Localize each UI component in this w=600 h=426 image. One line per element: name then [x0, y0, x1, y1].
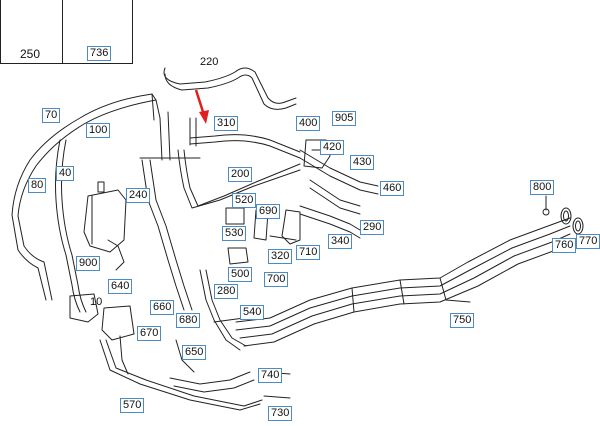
callout-660[interactable]: 660	[150, 300, 175, 315]
callout-340[interactable]: 340	[328, 234, 353, 249]
inset-label-250: 250	[20, 47, 41, 61]
callout-570[interactable]: 570	[120, 398, 145, 413]
callout-530[interactable]: 530	[222, 226, 247, 241]
callout-670[interactable]: 670	[137, 326, 162, 341]
callout-500[interactable]: 500	[228, 267, 253, 282]
callout-70[interactable]: 70	[42, 108, 61, 123]
callout-650[interactable]: 650	[182, 345, 207, 360]
inset-part-736: 736	[62, 0, 133, 64]
callout-200[interactable]: 200	[228, 167, 253, 182]
callout-750[interactable]: 750	[450, 313, 475, 328]
inset-part-250: 250	[0, 0, 63, 64]
callout-100[interactable]: 100	[86, 123, 111, 138]
callout-710[interactable]: 710	[296, 245, 321, 260]
pointer-arrow-icon	[194, 89, 209, 124]
callout-240[interactable]: 240	[126, 188, 151, 203]
callout-740[interactable]: 740	[258, 368, 283, 383]
callout-40[interactable]: 40	[56, 166, 75, 181]
callout-800[interactable]: 800	[530, 180, 555, 195]
callout-290[interactable]: 290	[360, 220, 385, 235]
callout-540[interactable]: 540	[240, 305, 265, 320]
callout-770[interactable]: 770	[576, 234, 600, 249]
callout-520[interactable]: 520	[232, 193, 257, 208]
callout-760[interactable]: 760	[552, 238, 577, 253]
callout-460[interactable]: 460	[380, 181, 405, 196]
callout-320[interactable]: 320	[268, 249, 293, 264]
callout-280[interactable]: 280	[214, 284, 239, 299]
callout-900[interactable]: 900	[76, 256, 101, 271]
label-10: 10	[90, 296, 103, 308]
callout-700[interactable]: 700	[264, 272, 289, 287]
label-220: 220	[200, 56, 219, 68]
inset-label-736[interactable]: 736	[87, 46, 112, 61]
callout-680[interactable]: 680	[176, 313, 201, 328]
callout-80[interactable]: 80	[28, 178, 47, 193]
callout-640[interactable]: 640	[108, 279, 133, 294]
callout-310[interactable]: 310	[214, 116, 239, 131]
callout-690[interactable]: 690	[256, 204, 281, 219]
callout-430[interactable]: 430	[350, 155, 375, 170]
callout-905[interactable]: 905	[332, 111, 357, 126]
callout-730[interactable]: 730	[268, 406, 293, 421]
callout-400[interactable]: 400	[296, 116, 321, 131]
callout-420[interactable]: 420	[320, 140, 345, 155]
